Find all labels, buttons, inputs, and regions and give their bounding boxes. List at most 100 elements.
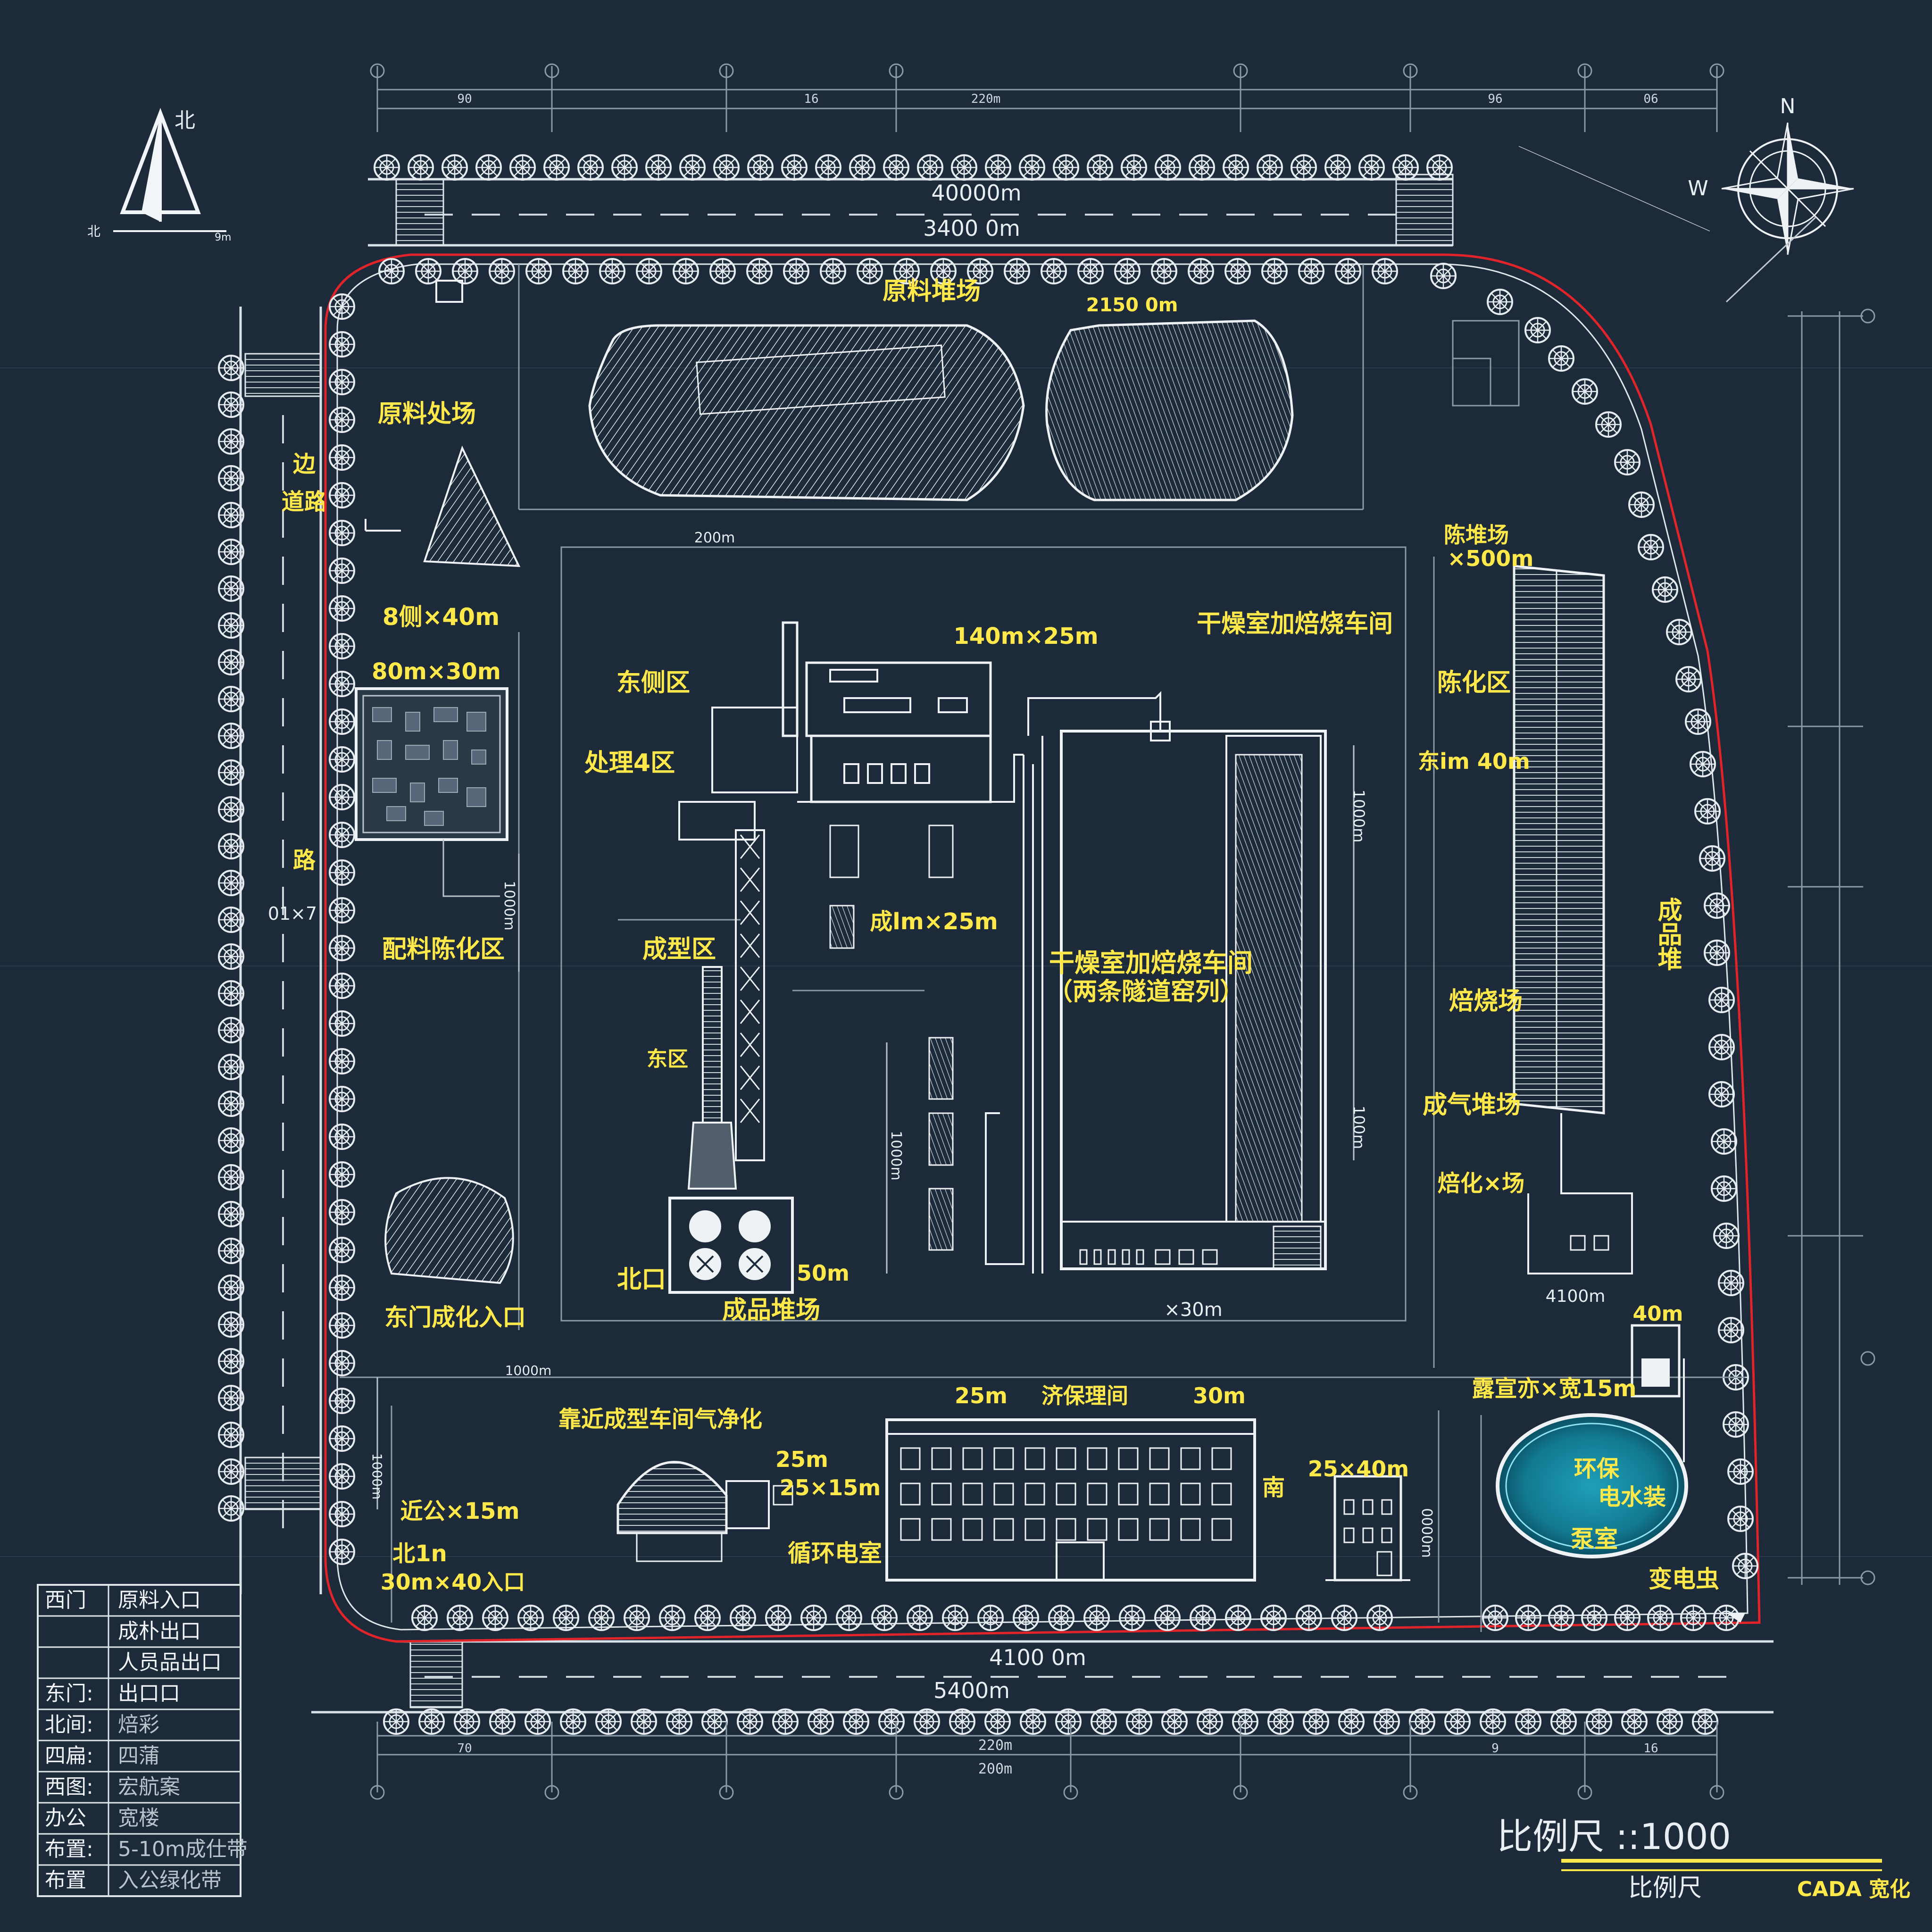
tree-icon — [746, 258, 773, 284]
office-window — [1149, 1518, 1170, 1541]
tree-icon — [218, 943, 244, 970]
office-window — [1024, 1518, 1045, 1541]
forming-label: 成型区 — [642, 935, 716, 964]
office-window — [1118, 1447, 1139, 1470]
aging-shed — [1513, 565, 1633, 1274]
tree-icon — [747, 154, 774, 181]
tree-icon — [1372, 258, 1398, 284]
tree-icon — [1257, 154, 1283, 181]
tree-icon — [1409, 1708, 1435, 1735]
bottom-dim-1: 70 — [457, 1741, 472, 1756]
office-window — [1087, 1482, 1108, 1506]
tree-icon — [329, 1425, 355, 1452]
tree-icon — [1638, 534, 1664, 560]
compass-w: W — [1688, 176, 1708, 200]
batching-label: 配料陈化区 — [382, 935, 505, 964]
tree-icon — [218, 1201, 244, 1227]
tree-icon — [645, 154, 672, 181]
tree-icon — [1652, 576, 1678, 603]
tree-icon — [329, 444, 355, 471]
dim-25a: 25m — [775, 1447, 828, 1472]
office-window — [1149, 1482, 1170, 1506]
tree-icon — [1621, 1708, 1648, 1735]
tree-icon — [218, 465, 244, 491]
south-buildings — [616, 1418, 1410, 1582]
raw-yard-dim: 2150 0m — [1086, 294, 1178, 316]
dim-1000-mid: 1000m — [888, 1131, 904, 1181]
tree-icon — [1091, 1708, 1117, 1735]
tree-icon — [329, 369, 355, 395]
tree-icon — [1727, 1458, 1754, 1485]
compass-leader — [1725, 216, 1817, 303]
dim-1000-vertical: 1000m — [369, 1453, 385, 1500]
tree-icon — [1628, 491, 1655, 518]
tree-icon — [1572, 378, 1598, 405]
tree-icon — [636, 258, 662, 284]
top-dim-2: 16 — [804, 92, 818, 106]
office-window — [1024, 1447, 1045, 1470]
legend-value: 5-10m成仕带 — [118, 1837, 248, 1861]
tree-icon — [218, 686, 244, 712]
tree-icon — [1260, 1605, 1287, 1631]
tree-icon — [218, 1017, 244, 1043]
tree-icon — [709, 258, 736, 284]
tree-icon — [737, 1708, 763, 1735]
tree-icon — [679, 154, 706, 181]
tree-icon — [949, 1708, 975, 1735]
tree-icon — [1223, 154, 1249, 181]
bottom-dim-3: 200m — [978, 1761, 1012, 1777]
tree-icon — [631, 1708, 657, 1735]
tree-icon — [218, 502, 244, 528]
tree-icon — [329, 746, 355, 773]
tree-icon — [374, 154, 400, 181]
tree-icon — [1699, 845, 1725, 872]
office-30: 30m — [1193, 1383, 1246, 1408]
tree-icon — [1190, 1605, 1216, 1631]
dim-1000-right-south: 0000m — [1418, 1508, 1435, 1558]
tree-icon — [1690, 751, 1716, 777]
tree-icon — [329, 1274, 355, 1301]
tree-icon — [1480, 1708, 1506, 1735]
tree-icon — [1515, 1605, 1541, 1631]
tree-icon — [218, 1458, 244, 1485]
tree-icon — [1155, 154, 1181, 181]
tree-icon — [1053, 154, 1079, 181]
tree-icon — [1331, 1605, 1357, 1631]
tree-icon — [1261, 258, 1288, 284]
tree-icon — [1704, 892, 1730, 919]
aging-top-label-2: ×500m — [1448, 546, 1534, 571]
tree-icon — [1013, 1605, 1039, 1631]
bottom-dim-5: 16 — [1643, 1741, 1658, 1756]
legend-key: 北间: — [45, 1713, 93, 1737]
east-small-label: 东区 — [647, 1047, 688, 1071]
office-window — [993, 1482, 1014, 1506]
tree-icon — [218, 1348, 244, 1374]
office-window — [993, 1447, 1014, 1470]
legend-value: 焙彩 — [118, 1713, 159, 1737]
legend-key: 西门 — [45, 1588, 86, 1612]
tree-icon — [1727, 1506, 1754, 1532]
office-window — [931, 1447, 952, 1470]
tree-icon — [1586, 1708, 1612, 1735]
tree-icon — [329, 859, 355, 886]
raw-processing-label: 原料处场 — [378, 400, 476, 428]
tree-icon — [1224, 258, 1251, 284]
tree-icon — [1666, 619, 1692, 645]
tree-icon — [218, 539, 244, 565]
legend-value: 入公绿化带 — [118, 1868, 222, 1892]
tree-icon — [1324, 154, 1351, 181]
tree-icon — [1083, 1605, 1110, 1631]
legend-table: 西门原料入口成朴出口人员品出口东门:出口口北间:焙彩四扁:四蒲西图:宏航案办公宽… — [37, 1584, 248, 1897]
north-exit-label: 北口 — [617, 1266, 666, 1294]
tree-icon — [218, 1385, 244, 1411]
tree-icon — [411, 1605, 438, 1631]
tree-icon — [329, 935, 355, 961]
tree-icon — [475, 154, 502, 181]
legend-key: 办公 — [45, 1806, 86, 1830]
tree-icon — [329, 822, 355, 848]
tree-icon — [517, 1605, 544, 1631]
tree-icon — [666, 1708, 692, 1735]
office-window — [1211, 1518, 1232, 1541]
office-window — [1056, 1518, 1076, 1541]
top-dim-1: 90 — [457, 92, 472, 106]
